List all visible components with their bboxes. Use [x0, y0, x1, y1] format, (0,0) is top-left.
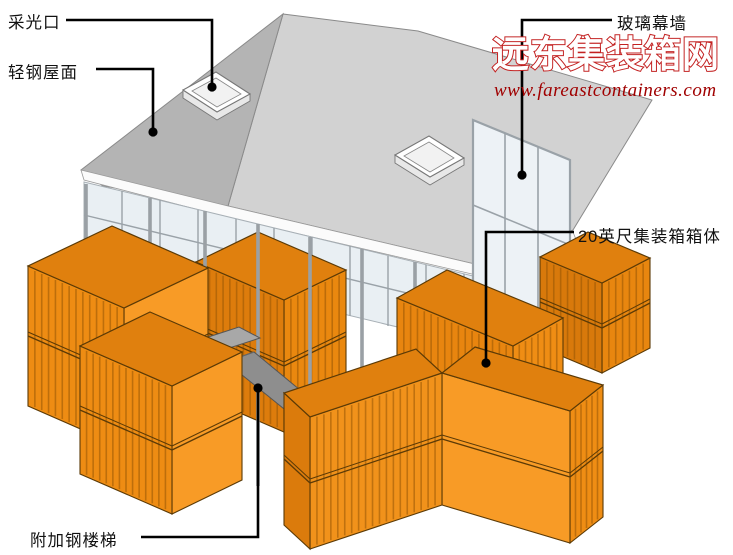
callout-label-stairs: 附加钢楼梯 — [30, 532, 118, 550]
callout-label-roof: 轻钢屋面 — [8, 64, 78, 82]
callout-dot-stairs — [253, 383, 263, 393]
leader-line-roof — [96, 67, 155, 131]
watermark-brand: 远东集装箱网 — [492, 34, 720, 75]
callout-dot-roof — [148, 127, 158, 137]
containers-exterior — [26, 225, 605, 551]
skylight-left — [181, 71, 252, 121]
container-stack-right-front — [440, 346, 605, 545]
callout-dots — [148, 82, 527, 393]
callout-dot-glass-wall — [517, 170, 527, 180]
callout-label-skylight: 采光口 — [8, 14, 61, 32]
skylight-right — [393, 135, 466, 186]
roof-left-slope — [80, 12, 284, 207]
container-stack-right-arm — [282, 348, 444, 551]
leader-line-stairs — [141, 390, 260, 539]
container-stack-front-left — [78, 311, 244, 515]
callout-dot-skylight — [207, 82, 217, 92]
callout-label-glass-wall: 玻璃幕墙 — [617, 15, 687, 33]
leader-line-skylight — [66, 18, 214, 85]
callout-label-container: 20英尺集装箱箱体 — [578, 228, 721, 246]
container-stack-interior-right — [538, 231, 652, 374]
leader-lines — [66, 18, 612, 539]
watermark-url: www.fareastcontainers.com — [494, 80, 717, 101]
leader-line-container — [484, 230, 574, 361]
callout-dot-container — [481, 358, 491, 368]
leader-line-glass-wall — [520, 18, 612, 172]
